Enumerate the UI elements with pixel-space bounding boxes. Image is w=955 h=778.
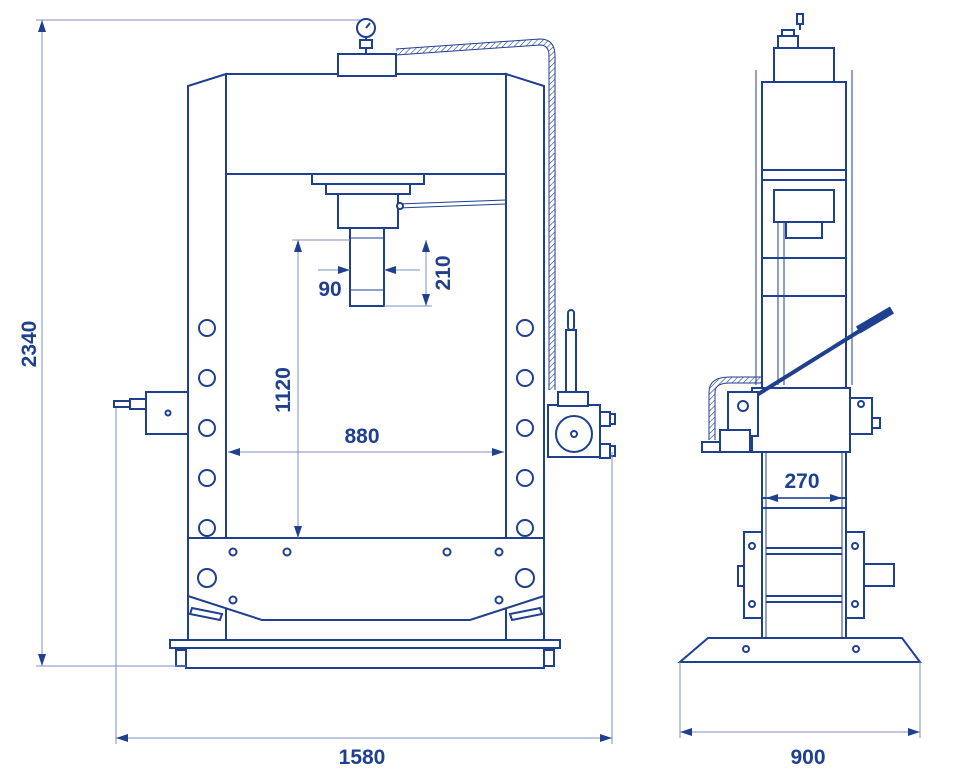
dim-working-height: 1120 <box>272 367 295 413</box>
cylinder-body <box>337 193 399 229</box>
piston-flange <box>311 173 425 185</box>
dim-side-depth: 900 <box>790 746 825 769</box>
work-table <box>187 537 545 621</box>
dim-piston-stroke: 210 <box>432 255 455 290</box>
pump-handle <box>565 329 577 393</box>
side-cylinder <box>773 189 835 223</box>
hydraulic-hose <box>395 39 555 390</box>
side-pump-block <box>751 387 851 453</box>
side-view <box>677 13 922 663</box>
column-holes <box>198 319 534 537</box>
side-cylinder-head <box>773 47 835 83</box>
dimension-lines <box>36 19 921 744</box>
side-base <box>677 637 922 663</box>
front-view <box>113 18 616 669</box>
dim-inner-width: 880 <box>344 425 379 448</box>
cylinder-head <box>337 53 397 77</box>
dim-total-height: 2340 <box>18 321 41 368</box>
dim-side-inner-width: 270 <box>784 470 819 493</box>
top-crossbeam <box>225 73 507 175</box>
piston-rod <box>349 227 385 307</box>
dim-total-width: 1580 <box>339 746 386 769</box>
dim-piston-diameter: 90 <box>318 278 341 301</box>
base-foot <box>169 639 561 649</box>
